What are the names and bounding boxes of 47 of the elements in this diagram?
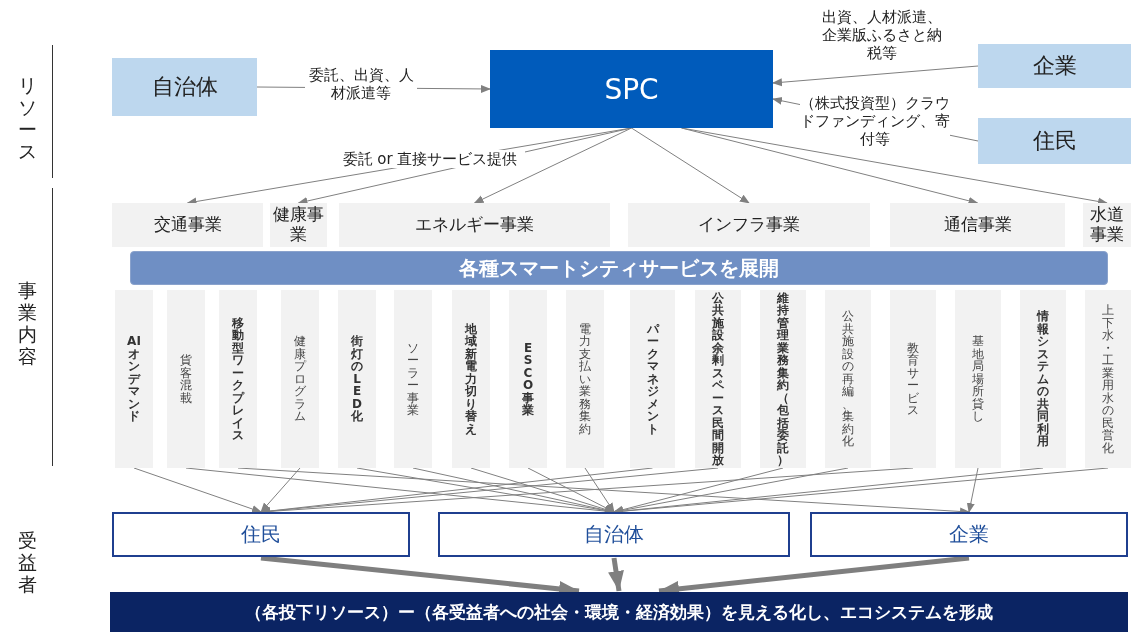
service-column: 情報システムの共同利用 — [1020, 290, 1066, 468]
business-category-box: 通信事業 — [890, 203, 1065, 247]
beneficiary-box: 自治体 — [438, 512, 790, 557]
service-column: 教育サービス — [890, 290, 936, 468]
arrow — [681, 127, 1108, 206]
service-column: 電力支払い業務集約 — [566, 290, 604, 468]
service-column: 上下水・工業用水の民営化 — [1085, 290, 1131, 468]
service-column: 街灯のLED化 — [338, 290, 376, 468]
spc-box: SPC — [490, 50, 773, 128]
overlay-banner: 各種スマートシティサービスを展開 — [130, 251, 1108, 285]
business-category-box: 交通事業 — [112, 203, 263, 247]
arrow — [133, 467, 262, 513]
service-column: ソーラー事業 — [394, 290, 432, 468]
beneficiary-box: 企業 — [810, 512, 1128, 557]
service-column: 健康プログラム — [281, 290, 319, 468]
arrow — [613, 467, 784, 514]
row-label: リソース — [18, 75, 38, 163]
arrow — [584, 467, 615, 513]
business-category-box: エネルギー事業 — [339, 203, 610, 247]
thick-arrow — [608, 557, 624, 592]
summary-banner: （各投下リソース）ー（各受益者への社会・環境・経済効果）を見える化し、エコシステムを形成 — [110, 592, 1128, 632]
service-column: ESCO事業 — [509, 290, 547, 468]
service-column: 維持管理業務集約（包括委託） — [760, 290, 806, 468]
service-column: 公共施設余剰スペース民間開放 — [695, 290, 741, 468]
service-column: 地域新電力切り替え — [452, 290, 490, 468]
entity-box: 自治体 — [112, 58, 257, 116]
arrow — [631, 127, 750, 204]
arrow — [260, 467, 301, 513]
arrow — [966, 467, 979, 513]
service-column: AIオンデマンド — [115, 290, 153, 468]
entity-box: 企業 — [978, 44, 1131, 88]
business-category-box: インフラ事業 — [628, 203, 870, 247]
business-category-box: 健康事業 — [270, 203, 327, 247]
beneficiary-box: 住民 — [112, 512, 410, 557]
row-label: 受益者 — [18, 530, 38, 596]
arrow — [473, 127, 632, 204]
edge-label: 委託、出資、人材派遣等 — [305, 66, 417, 102]
service-column: 貨客混載 — [167, 290, 205, 468]
edge-label: （株式投資型）クラウドファンディング、寄付等 — [800, 94, 950, 148]
service-column: 基地局場所貸し — [955, 290, 1001, 468]
service-column: 公共施設の再編、集約化 — [825, 290, 871, 468]
business-category-box: 水道事業 — [1083, 203, 1131, 247]
row-label: 事業内容 — [18, 280, 38, 368]
arrow — [772, 65, 979, 87]
service-column: パークマネジメント — [630, 290, 675, 468]
service-column: 移動型ワークプレイス — [219, 290, 257, 468]
entity-box: 住民 — [978, 118, 1131, 164]
